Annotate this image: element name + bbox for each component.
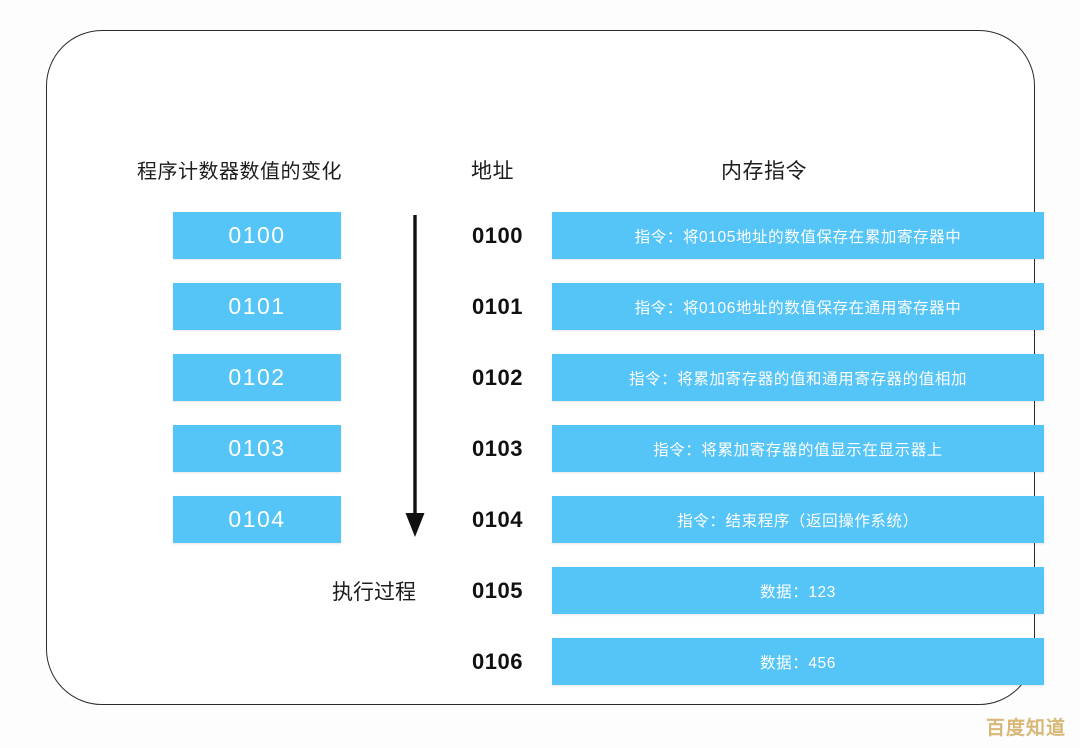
program-counter-box: 0103	[173, 425, 341, 472]
memory-instruction-box: 指令：结束程序（返回操作系统）	[552, 496, 1044, 543]
memory-address: 0104	[472, 506, 523, 532]
memory-instruction-box: 指令：将0106地址的数值保存在通用寄存器中	[552, 283, 1044, 330]
program-counter-column: 0100 0101 0102 0103 0104	[173, 212, 341, 567]
down-arrow-icon	[405, 215, 425, 537]
memory-address: 0101	[472, 293, 523, 319]
table-row: 0103 指令：将累加寄存器的值显示在显示器上	[472, 425, 1047, 472]
table-row: 0106 数据：456	[472, 638, 1047, 685]
diagram-card: 程序计数器数值的变化 地址 内存指令 0100 0101 0102 0103 0…	[46, 30, 1044, 705]
table-row: 0100 指令：将0105地址的数值保存在累加寄存器中	[472, 212, 1047, 259]
watermark: 百度知道	[985, 718, 1066, 739]
program-counter-box: 0104	[173, 496, 341, 543]
program-counter-box: 0102	[173, 354, 341, 401]
heading-address: 地址	[471, 160, 514, 183]
memory-address: 0100	[472, 222, 523, 248]
memory-instruction-box: 指令：将0105地址的数值保存在累加寄存器中	[552, 212, 1044, 259]
memory-address: 0105	[472, 577, 523, 603]
memory-data-box: 数据：123	[552, 567, 1044, 614]
memory-instruction-box: 指令：将累加寄存器的值显示在显示器上	[552, 425, 1044, 472]
program-counter-box: 0100	[173, 212, 341, 259]
heading-memory-instruction: 内存指令	[721, 160, 807, 183]
table-row: 0105 数据：123	[472, 567, 1047, 614]
heading-program-counter: 程序计数器数值的变化	[137, 161, 342, 183]
execution-process-label: 执行过程	[332, 581, 416, 604]
memory-instruction-box: 指令：将累加寄存器的值和通用寄存器的值相加	[552, 354, 1044, 401]
memory-address: 0106	[472, 648, 523, 674]
memory-table: 0100 指令：将0105地址的数值保存在累加寄存器中 0101 指令：将010…	[472, 212, 1047, 709]
table-row: 0104 指令：结束程序（返回操作系统）	[472, 496, 1047, 543]
memory-address: 0103	[472, 435, 523, 461]
memory-data-box: 数据：456	[552, 638, 1044, 685]
table-row: 0101 指令：将0106地址的数值保存在通用寄存器中	[472, 283, 1047, 330]
program-counter-box: 0101	[173, 283, 341, 330]
table-row: 0102 指令：将累加寄存器的值和通用寄存器的值相加	[472, 354, 1047, 401]
memory-address: 0102	[472, 364, 523, 390]
